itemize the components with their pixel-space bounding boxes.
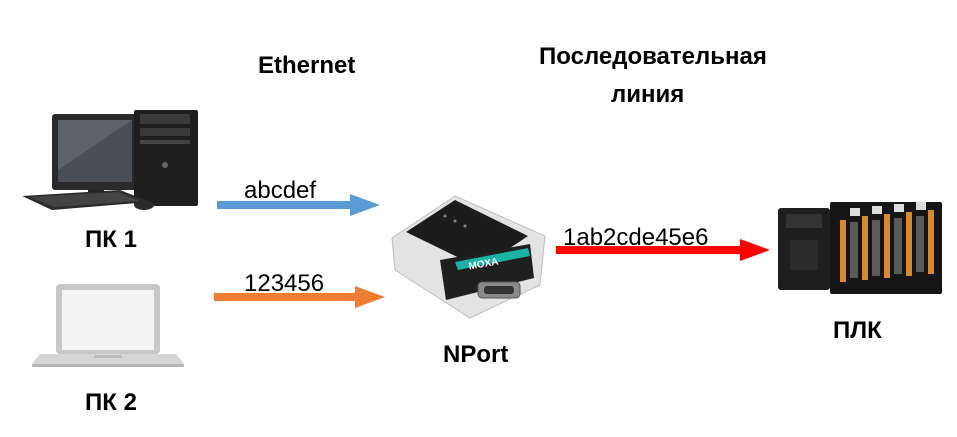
serial-line-header-line1: Последовательная bbox=[539, 43, 767, 70]
desktop-pc-icon bbox=[22, 110, 198, 210]
serial-arrow bbox=[556, 239, 770, 261]
pc2-arrow bbox=[214, 286, 385, 308]
pc1-data-stream: abcdef bbox=[244, 177, 317, 204]
serial-line-header-line2: линия bbox=[611, 81, 685, 108]
laptop-icon bbox=[32, 284, 184, 367]
ethernet-header: Ethernet bbox=[258, 52, 356, 79]
pc1-label: ПК 1 bbox=[85, 226, 137, 253]
plc-icon bbox=[778, 202, 942, 294]
nport-label: NPort bbox=[443, 341, 509, 368]
nport-device-icon bbox=[391, 195, 546, 319]
pc1-arrow bbox=[217, 194, 380, 216]
serial-data-stream: 1ab2cde45e6 bbox=[563, 224, 709, 251]
nport-brand-logo: MOXA bbox=[468, 257, 499, 273]
pc2-label: ПК 2 bbox=[85, 389, 137, 416]
plc-label: ПЛК bbox=[833, 317, 882, 344]
pc2-data-stream: 123456 bbox=[244, 270, 325, 297]
